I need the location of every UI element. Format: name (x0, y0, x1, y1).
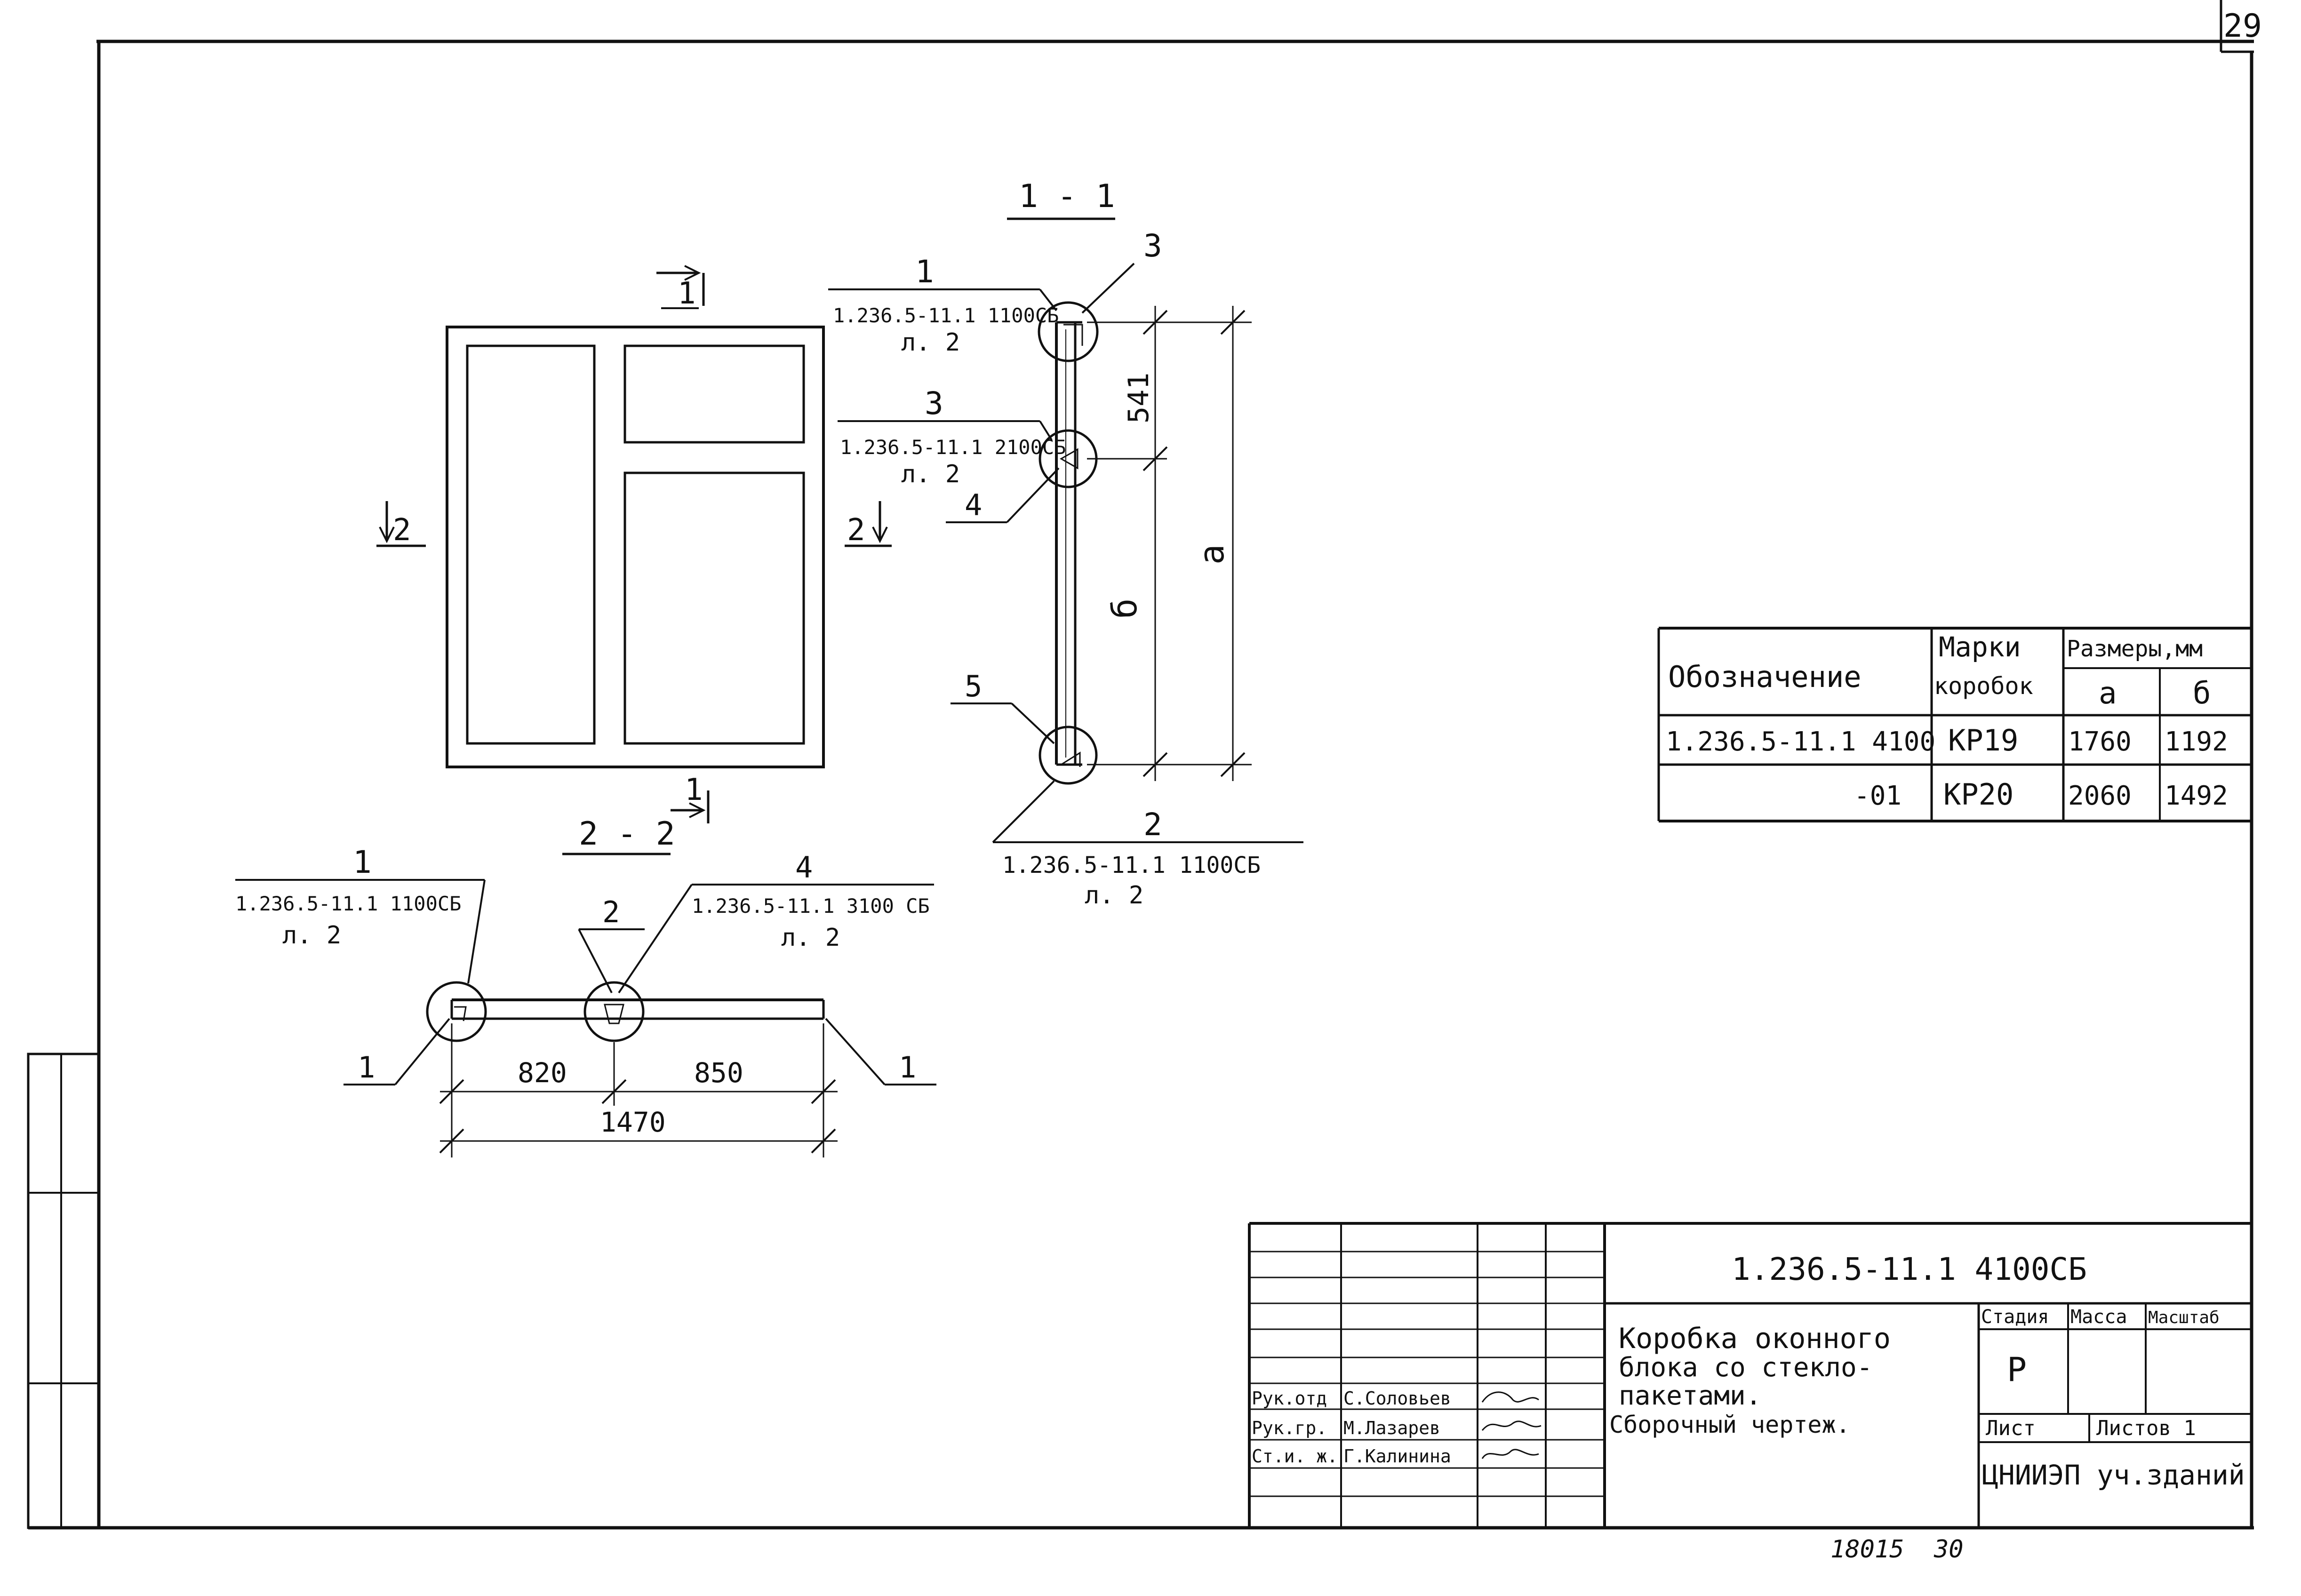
spec-table (1657, 627, 2252, 822)
dim-a: а (1192, 544, 1231, 565)
marker-1-top-label: 1 (678, 276, 696, 311)
sheets-label: Листов 1 (2096, 1416, 2196, 1440)
title-doc-code: 1.236.5-11.1 4100СБ (1732, 1251, 2087, 1287)
section-1-1-callout-2 (992, 780, 1303, 843)
dim-850: 850 (694, 1057, 743, 1089)
callout-2-2-1-ref: 1.236.5-11.1 1100СБ (235, 892, 461, 915)
callout-2-sheet: л. 2 (1085, 881, 1143, 910)
spec-row-2-designation: -01 (1854, 781, 1902, 811)
section-1-1-profile (1038, 301, 1099, 785)
binding-strip (27, 1053, 100, 1529)
scale-label: Масштаб (2148, 1308, 2220, 1327)
section-2-2-profile (426, 981, 825, 1042)
section-1-1-title: 1 - 1 (1019, 178, 1115, 215)
page-number: 29 (2223, 8, 2262, 45)
spec-row-1-b: 1192 (2165, 726, 2228, 757)
callout-2-2-2-num: 2 (602, 895, 620, 929)
marker-1-bottom-label: 1 (685, 773, 703, 807)
marker-2-right-label: 2 (847, 513, 865, 548)
section-1-1-callout-1 (828, 288, 1057, 311)
title-line-2: блока со стекло- (1619, 1352, 1872, 1383)
section-2-2-title: 2 - 2 (579, 815, 675, 853)
spec-header-sizes: Размеры,мм (2067, 636, 2203, 662)
title-block (1248, 1222, 2252, 1528)
spec-row-1-a: 1760 (2068, 726, 2132, 757)
section-1-1-callout-4 (946, 467, 1060, 523)
section-2-2-dimensions (439, 1023, 838, 1157)
bottom-note-page: 30 (1933, 1535, 1964, 1564)
title-line-4: Сборочный чертеж. (1609, 1411, 1850, 1438)
dim-1470: 1470 (600, 1106, 666, 1138)
front-view-window (446, 326, 825, 768)
sig-row-2-name: М.Лазарев (1343, 1418, 1440, 1438)
callout-3-ref: 1.236.5-11.1 2100СБ (840, 436, 1066, 459)
spec-row-2-mark: КР20 (1943, 777, 2013, 812)
callout-4-num: 4 (965, 488, 982, 522)
stage-label: Стадия (1981, 1306, 2049, 1328)
spec-header-marks-line2: коробок (1934, 672, 2033, 700)
spec-row-1-mark: КР19 (1948, 723, 2018, 758)
spec-row-1-designation: 1.236.5-11.1 4100 (1666, 726, 1935, 757)
spec-header-col-a: а (2099, 676, 2117, 711)
sig-row-1-name: С.Соловьев (1343, 1388, 1451, 1409)
title-line-3: пакетами. (1619, 1381, 1761, 1411)
dim-541: 541 (1122, 373, 1155, 423)
section-2-2-leaders (344, 1018, 936, 1085)
spec-row-2-b: 1492 (2165, 781, 2228, 811)
callout-2-2-1-num: 1 (353, 844, 372, 880)
spec-row-2-a: 2060 (2068, 781, 2132, 811)
spec-header-col-b: б (2193, 676, 2211, 711)
handwritten-signatures (1481, 1391, 1542, 1459)
callout-2-2-4-ref: 1.236.5-11.1 3100 СБ (692, 894, 930, 918)
sig-row-1-role: Рук.отд (1252, 1388, 1327, 1409)
section-2-2-callout-1 (235, 879, 486, 984)
callout-2-ref: 1.236.5-11.1 1100СБ (1002, 852, 1261, 878)
sig-row-3-name: Г.Калинина (1343, 1446, 1451, 1467)
title-line-1: Коробка оконного (1619, 1322, 1891, 1355)
callout-2-num: 2 (1143, 806, 1162, 843)
section-marker-2-right (845, 501, 892, 547)
leader-right-num: 1 (899, 1050, 916, 1085)
callout-1-ref: 1.236.5-11.1 1100СБ (833, 304, 1059, 327)
callout-1-num: 1 (915, 254, 934, 290)
callout-2-2-4-num: 4 (795, 850, 813, 885)
marker-2-left-label: 2 (393, 513, 411, 548)
callout-1-sheet: л. 2 (901, 328, 960, 357)
section-1-1-callout-5 (951, 702, 1055, 744)
spec-header-designation: Обозначение (1668, 660, 1862, 694)
dim-b: б (1105, 598, 1144, 619)
section-marker-1-bottom (671, 790, 710, 823)
stage-value: Р (2007, 1350, 2027, 1389)
section-1-1-dimensions (1087, 306, 1252, 781)
callout-3-top-num: 3 (1143, 228, 1162, 264)
section-2-2-callout-2 (578, 928, 645, 993)
callout-2-2-1-sheet: л. 2 (282, 921, 341, 950)
leader-left-num: 1 (358, 1050, 375, 1085)
sig-row-3-role: Ст.и. ж. (1252, 1446, 1338, 1467)
org-name: ЦНИИЭП уч.зданий (1982, 1459, 2245, 1491)
sheet-label: Лист (1986, 1416, 2036, 1440)
section-marker-2-left (376, 501, 426, 547)
dim-820: 820 (518, 1057, 567, 1089)
callout-5-num: 5 (965, 669, 982, 703)
section-2-2-callout-4 (618, 884, 934, 994)
section-1-1-callout-3 (838, 420, 1053, 441)
sig-row-2-role: Рук.гр. (1252, 1418, 1327, 1438)
callout-3-num: 3 (925, 385, 943, 422)
callout-2-2-4-sheet: л. 2 (781, 924, 840, 952)
spec-header-marks-line1: Марки (1939, 631, 2021, 663)
section-marker-1-top (656, 265, 705, 309)
callout-3-sheet: л. 2 (901, 460, 960, 488)
mass-label: Масса (2070, 1306, 2127, 1328)
bottom-note-code: 18015 (1830, 1535, 1904, 1564)
